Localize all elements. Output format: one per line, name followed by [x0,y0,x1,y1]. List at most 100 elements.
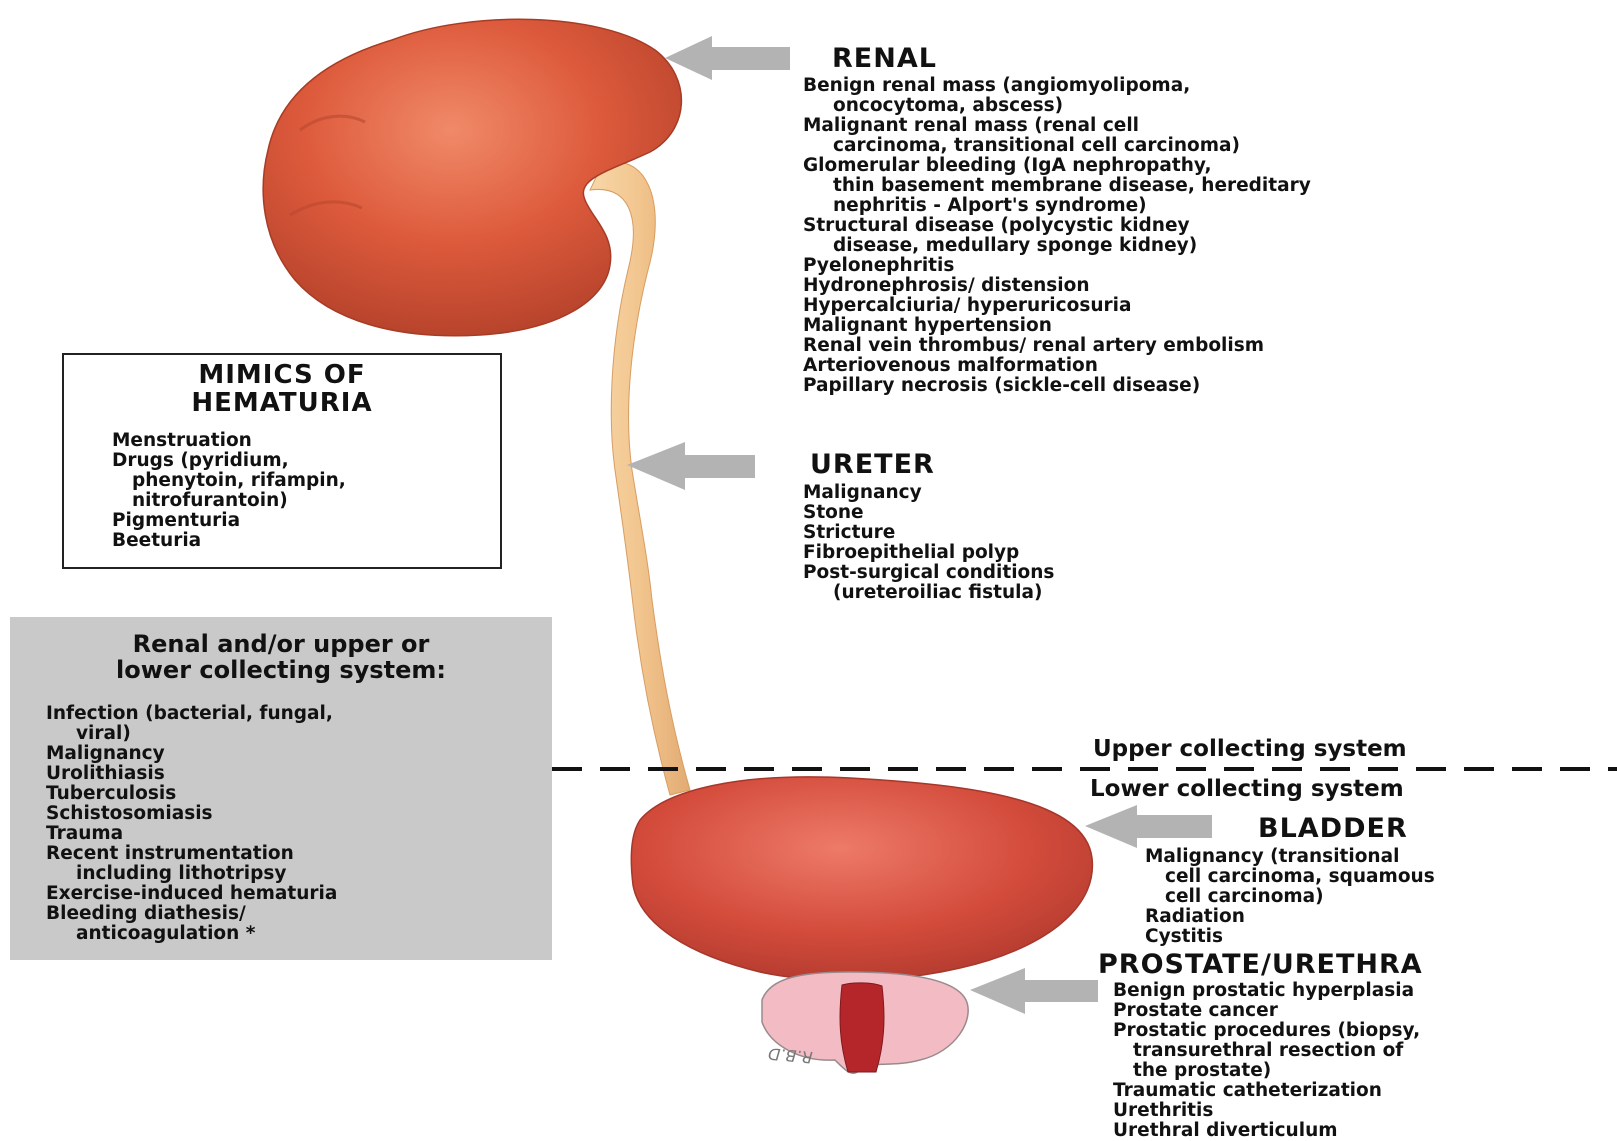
list-item: Stricture [803,523,1054,543]
list-item-text: Beeturia [112,531,346,551]
list-item: Hypercalciuria/ hyperuricosuria [803,296,1311,316]
list-item: Fibroepithelial polyp [803,543,1054,563]
list-item-text: Renal vein thrombus/ renal artery emboli… [803,336,1311,356]
collecting-system-box: Renal and/or upper or lower collecting s… [10,617,552,960]
list-item: Urethritis [1113,1101,1420,1121]
urethra [840,983,884,1072]
list-item: Papillary necrosis (sickle-cell disease) [803,376,1311,396]
ureter-arrow [627,442,755,490]
list-item: Infection (bacterial, fungal,viral) [46,704,337,744]
list-item: Arteriovenous malformation [803,356,1311,376]
list-item-continuation: cell carcinoma) [1145,887,1435,907]
list-item-text: Tuberculosis [46,784,337,804]
list-item: Post-surgical conditions(ureteroiliac fi… [803,563,1054,603]
list-item-text: Papillary necrosis (sickle-cell disease) [803,376,1311,396]
ureter-title: URETER [810,450,935,480]
list-item: Benign renal mass (angiomyolipoma,oncocy… [803,76,1311,116]
list-item: Glomerular bleeding (IgA nephropathy,thi… [803,156,1311,216]
list-item: Prostate cancer [1113,1001,1420,1021]
list-item: Malignancy (transitionalcell carcinoma, … [1145,847,1435,907]
list-item-text: Structural disease (polycystic kidney [803,216,1311,236]
list-item-text: Malignant renal mass (renal cell [803,116,1311,136]
list-item: Malignancy [46,744,337,764]
list-item-continuation: anticoagulation * [46,924,337,944]
list-item-continuation: viral) [46,724,337,744]
list-item: Urolithiasis [46,764,337,784]
list-item: Prostatic procedures (biopsy,transurethr… [1113,1021,1420,1081]
list-item-continuation: oncocytoma, abscess) [803,96,1311,116]
list-item: Urethral diverticulum [1113,1121,1420,1141]
list-item-continuation: nephritis - Alport's syndrome) [803,196,1311,216]
list-item-text: Arteriovenous malformation [803,356,1311,376]
collecting-system-title: Renal and/or upper or lower collecting s… [10,631,552,683]
list-item-text: Hydronephrosis/ distension [803,276,1311,296]
list-item: Radiation [1145,907,1435,927]
list-item: Beeturia [112,531,346,551]
renal-arrow [665,36,790,80]
upper-collecting-label: Upper collecting system [1093,736,1407,762]
list-item: Hydronephrosis/ distension [803,276,1311,296]
list-item-continuation: thin basement membrane disease, heredita… [803,176,1311,196]
list-item-text: Fibroepithelial polyp [803,543,1054,563]
list-item-text: Pigmenturia [112,511,346,531]
list-item-text: Stone [803,503,1054,523]
renal-causes-list: Benign renal mass (angiomyolipoma,oncocy… [803,76,1311,396]
artist-signature: R.B.D [767,1044,813,1067]
list-item-continuation: nitrofurantoin) [112,491,346,511]
prostate-block: PROSTATE/URETHRA [1098,950,1423,980]
list-item: Pigmenturia [112,511,346,531]
list-item: Trauma [46,824,337,844]
collecting-system-list: Infection (bacterial, fungal,viral)Malig… [46,704,337,944]
list-item-text: Drugs (pyridium, [112,451,346,471]
bladder-block: BLADDER [1258,814,1408,844]
prostate-title: PROSTATE/URETHRA [1098,950,1423,980]
list-item-continuation: carcinoma, transitional cell carcinoma) [803,136,1311,156]
list-item: Menstruation [112,431,346,451]
list-item: Renal vein thrombus/ renal artery emboli… [803,336,1311,356]
list-item-text: Traumatic catheterization [1113,1081,1420,1101]
renal-block: RENAL [832,44,937,74]
list-item-text: Urethral diverticulum [1113,1121,1420,1141]
list-item-text: Menstruation [112,431,346,451]
mimics-title-line-1: MIMICS OF [64,361,500,389]
ureter-block: URETER [810,450,935,480]
list-item: Cystitis [1145,927,1435,947]
list-item-text: Cystitis [1145,927,1435,947]
mimics-title: MIMICS OF HEMATURIA [64,361,500,417]
list-item-continuation: disease, medullary sponge kidney) [803,236,1311,256]
list-item: Traumatic catheterization [1113,1081,1420,1101]
list-item: Bleeding diathesis/anticoagulation * [46,904,337,944]
mimics-title-line-2: HEMATURIA [64,389,500,417]
list-item: Benign prostatic hyperplasia [1113,981,1420,1001]
list-item-continuation: the prostate) [1113,1061,1420,1081]
list-item: Pyelonephritis [803,256,1311,276]
list-item-text: Stricture [803,523,1054,543]
list-item-continuation: including lithotripsy [46,864,337,884]
lower-collecting-label: Lower collecting system [1090,776,1404,802]
list-item-continuation: cell carcinoma, squamous [1145,867,1435,887]
collecting-title-line-1: Renal and/or upper or [10,631,552,657]
list-item-continuation: transurethral resection of [1113,1041,1420,1061]
list-item-text: Malignancy [46,744,337,764]
list-item-text: Bleeding diathesis/ [46,904,337,924]
list-item-text: Glomerular bleeding (IgA nephropathy, [803,156,1311,176]
collecting-title-line-2: lower collecting system: [10,657,552,683]
prostate-arrow [970,968,1098,1014]
list-item-text: Recent instrumentation [46,844,337,864]
list-item-text: Urethritis [1113,1101,1420,1121]
list-item: Tuberculosis [46,784,337,804]
list-item-text: Exercise-induced hematuria [46,884,337,904]
list-item-text: Prostatic procedures (biopsy, [1113,1021,1420,1041]
list-item-text: Pyelonephritis [803,256,1311,276]
list-item-text: Malignant hypertension [803,316,1311,336]
list-item: Schistosomiasis [46,804,337,824]
list-item-text: Hypercalciuria/ hyperuricosuria [803,296,1311,316]
list-item-continuation: phenytoin, rifampin, [112,471,346,491]
renal-title: RENAL [832,44,937,74]
list-item-text: Schistosomiasis [46,804,337,824]
